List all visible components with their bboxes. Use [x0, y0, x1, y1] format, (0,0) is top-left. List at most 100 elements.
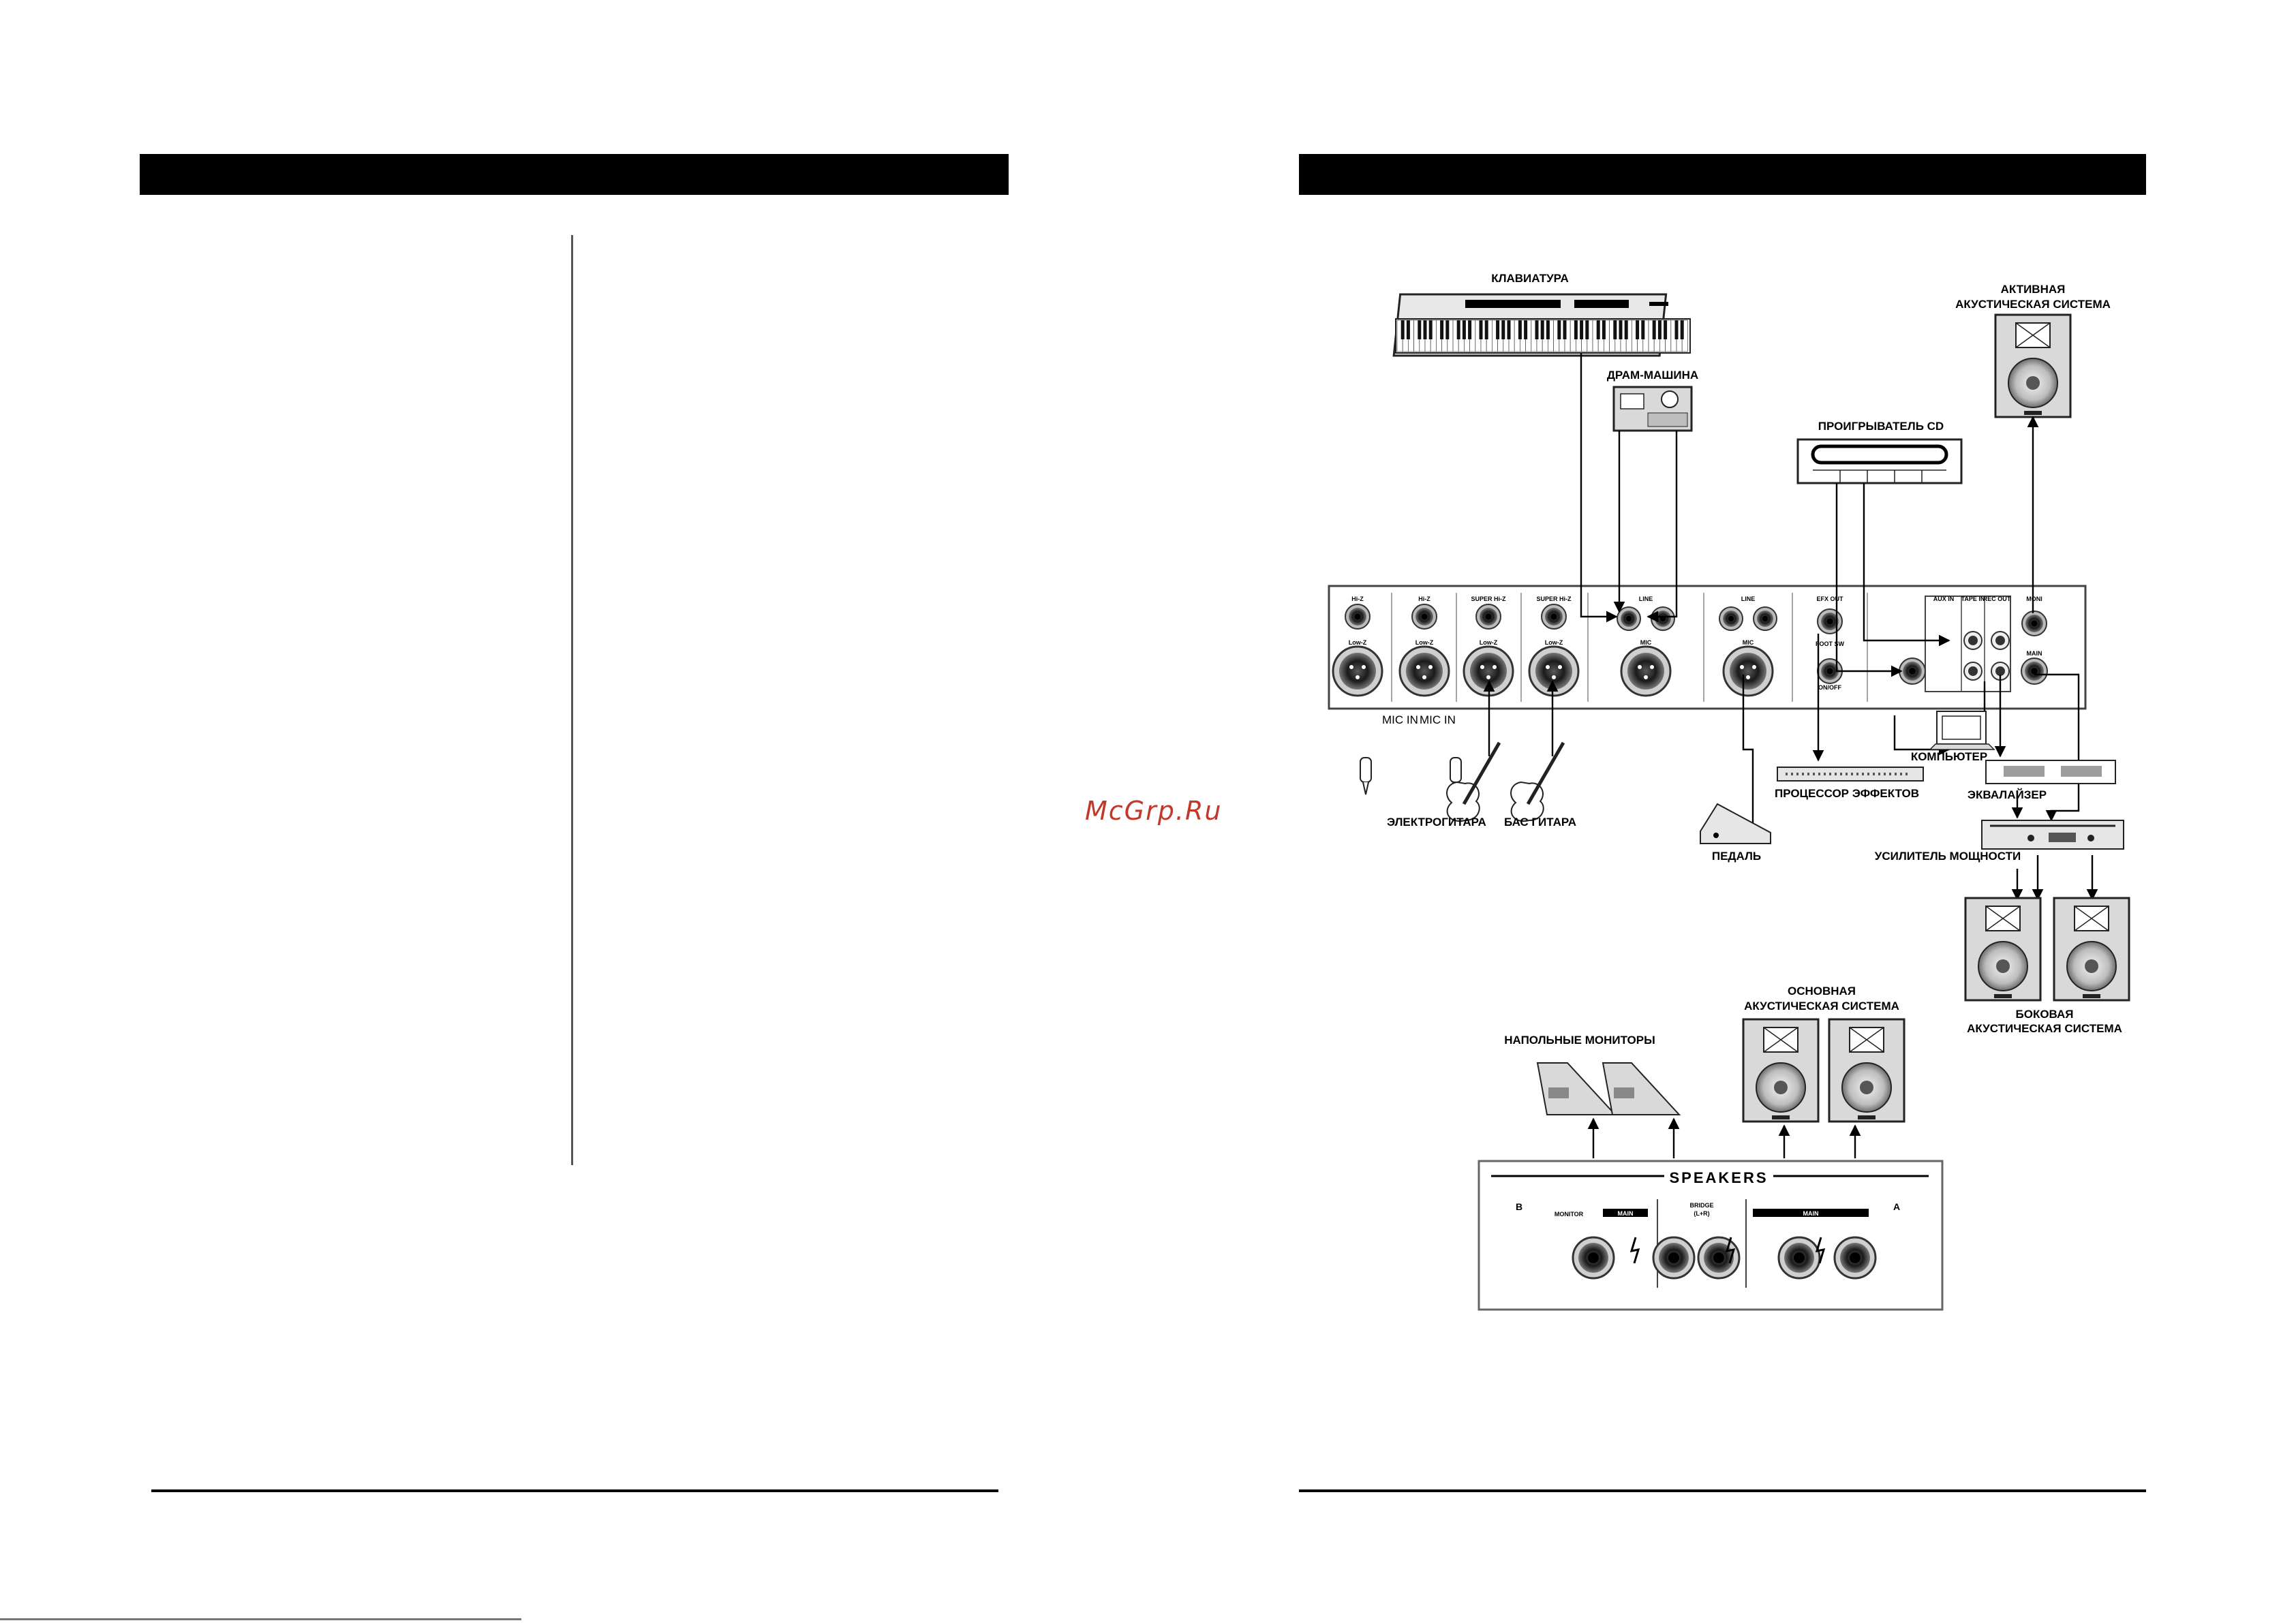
quarter-inch-jack-icon[interactable] — [1541, 604, 1567, 630]
mic-in-label-1: MIC IN — [1382, 713, 1418, 726]
mixer-sub-label: MAIN — [2027, 650, 2042, 657]
floor-monitor-icon — [1602, 1062, 1681, 1115]
side-speaker-label-1: БОКОВАЯ — [2016, 1008, 2074, 1021]
mixer-channel-label: Hi-Z — [1351, 596, 1364, 602]
quarter-inch-jack-icon[interactable] — [1697, 1236, 1741, 1280]
quarter-inch-jack-icon[interactable] — [2021, 610, 2047, 636]
left-column-divider — [571, 235, 573, 1165]
quarter-inch-jack-icon[interactable] — [1411, 604, 1437, 630]
xlr-jack-icon[interactable] — [1398, 645, 1450, 697]
speakers-monitor: MONITOR — [1555, 1211, 1584, 1218]
left-header-bar — [140, 154, 1009, 195]
quarter-inch-jack-icon[interactable] — [1651, 606, 1675, 631]
rca-jack-icon[interactable] — [1963, 662, 1983, 681]
rca-jack-icon[interactable] — [1991, 631, 2010, 650]
cd-player-label: ПРОИГРЫВАТЕЛЬ CD — [1818, 420, 1944, 433]
speakers-panel-text: SPEAKERS B A MONITOR MAIN BRIDGE (L+R) M… — [1516, 1169, 1900, 1218]
amplifier-icon — [1981, 820, 2124, 850]
mixer-sub-label: ON/OFF — [1818, 684, 1841, 691]
cd-player-icon — [1796, 438, 1963, 484]
mixer-channel-label: MONI — [2026, 596, 2042, 602]
mixer-sub-label: Low-Z — [1349, 639, 1367, 646]
mixer-sub-label: FOOT SW — [1816, 640, 1844, 647]
speakers-side-a: A — [1893, 1201, 1900, 1212]
equalizer-icon — [1985, 760, 2116, 784]
pedal-icon — [1700, 803, 1771, 844]
mixer-panel — [1328, 585, 2087, 710]
quarter-inch-jack-icon[interactable] — [1572, 1236, 1615, 1280]
xlr-jack-icon[interactable] — [1463, 645, 1514, 697]
quarter-inch-jack-icon[interactable] — [1777, 1236, 1821, 1280]
connection-wires — [1483, 353, 2098, 1158]
quarter-inch-jack-icon[interactable] — [1345, 604, 1371, 630]
mic-in-label-2: MIC IN — [1420, 713, 1456, 726]
keyboard-keys — [1396, 320, 1688, 352]
speakers-main-left: MAIN — [1618, 1210, 1634, 1217]
mixer-channel-label: EFX OUT — [1816, 596, 1843, 602]
active-speaker-label-1: АКТИВНАЯ — [2001, 283, 2066, 296]
speakers-output-panel — [1478, 1160, 1944, 1311]
xlr-jack-icon[interactable] — [1528, 645, 1580, 697]
mixer-channel-label: LINE — [1741, 596, 1756, 602]
keyboard-label: КЛАВИАТУРА — [1491, 272, 1569, 285]
main-speaker-icon — [1828, 1018, 1905, 1123]
quarter-inch-jack-icon[interactable] — [1617, 606, 1641, 631]
xlr-jack-icon[interactable] — [1620, 645, 1672, 697]
pedal-label: ПЕДАЛЬ — [1712, 850, 1761, 863]
mixer-channel-label: SUPER Hi-Z — [1471, 596, 1506, 602]
main-speaker-icon — [1742, 1018, 1820, 1123]
quarter-inch-jack-icon[interactable] — [1719, 606, 1743, 631]
quarter-inch-jack-icon[interactable] — [1833, 1236, 1877, 1280]
computer-icon — [1929, 711, 1995, 750]
speakers-title: SPEAKERS — [1669, 1169, 1768, 1186]
mixer-sub-label: Low-Z — [1480, 639, 1498, 646]
lightning-icon — [1629, 1237, 1826, 1264]
main-speaker-label-2: АКУСТИЧЕСКАЯ СИСТЕМА — [1744, 1000, 1899, 1013]
mixer-channel-label: REC OUT — [1983, 596, 2011, 602]
power-amp-label: УСИЛИТЕЛЬ МОЩНОСТИ — [1875, 850, 2021, 863]
xlr-jack-icon[interactable] — [1722, 645, 1774, 697]
effects-processor-label: ПРОЦЕССОР ЭФФЕКТОВ — [1775, 787, 1919, 800]
quarter-inch-jack-icon[interactable] — [2021, 658, 2048, 685]
left-bottom-rule — [0, 1618, 521, 1620]
quarter-inch-jack-icon[interactable] — [1899, 658, 1926, 685]
speakers-main-right: MAIN — [1803, 1210, 1819, 1217]
quarter-inch-jack-icon[interactable] — [1817, 608, 1843, 634]
right-page — [1148, 0, 2295, 1623]
mixer-sub-label: MIC — [1640, 639, 1652, 646]
right-footer-rule — [1299, 1489, 2146, 1492]
speakers-bridge: BRIDGE — [1689, 1202, 1713, 1209]
side-speaker-label-2: АКУСТИЧЕСКАЯ СИСТЕМА — [1967, 1022, 2122, 1035]
guitar-icon — [1446, 741, 1501, 822]
speakers-side-b: B — [1516, 1201, 1522, 1212]
mixer-channel-label: TAPE IN — [1961, 596, 1985, 602]
left-page — [0, 154, 1009, 1620]
rca-jack-icon[interactable] — [1963, 631, 1983, 650]
quarter-inch-jack-icon[interactable] — [1475, 604, 1501, 630]
mixer-jacks — [1332, 604, 2048, 697]
speakers-bridge-sub: (L+R) — [1694, 1210, 1709, 1217]
drum-machine-label: ДРАМ-МАШИНА — [1607, 369, 1698, 382]
effects-processor-icon — [1777, 767, 1924, 782]
mixer-channel-label: LINE — [1639, 596, 1653, 602]
xlr-jack-icon[interactable] — [1332, 645, 1383, 697]
floor-monitor-icon — [1536, 1062, 1617, 1115]
microphone-icon — [1360, 757, 1372, 795]
right-header-bar — [1299, 154, 2146, 195]
active-speaker-label-2: АКУСТИЧЕСКАЯ СИСТЕМА — [1955, 298, 2111, 311]
electric-guitar-label: ЭЛЕКТРОГИТАРА — [1387, 816, 1486, 829]
main-speaker-label-1: ОСНОВНАЯ — [1788, 985, 1856, 998]
drum-machine-icon — [1612, 386, 1693, 432]
floor-monitors-label: НАПОЛЬНЫЕ МОНИТОРЫ — [1504, 1034, 1655, 1047]
mixer-channel-label: AUX IN — [1933, 596, 1955, 602]
equalizer-label: ЭКВАЛАЙЗЕР — [1968, 788, 2047, 801]
watermark: McGrp.Ru — [1085, 796, 1223, 826]
guitar-icon — [1510, 741, 1565, 822]
quarter-inch-jack-icon[interactable] — [1652, 1236, 1696, 1280]
mixer-channel-label: Hi-Z — [1418, 596, 1430, 602]
mixer-sub-label: Low-Z — [1545, 639, 1563, 646]
left-footer-rule — [151, 1489, 998, 1492]
quarter-inch-jack-icon[interactable] — [1753, 606, 1777, 631]
